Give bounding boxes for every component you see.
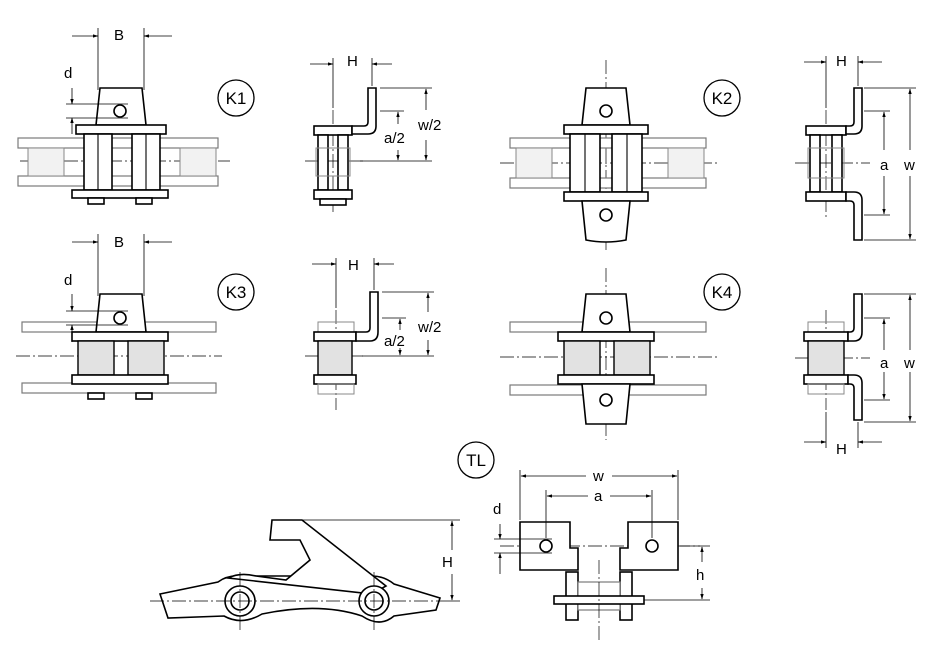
dim-label-h-k1: H [347,53,358,70]
badge-k2: K2 [703,79,741,117]
badge-tl-label: TL [466,451,486,470]
k3-side-view [305,258,434,410]
k4-front-view [500,268,720,440]
k3-front-view [16,234,222,400]
dim-label-h-k4: H [836,441,847,458]
dim-label-h-tl: h [696,567,704,584]
badge-k3: K3 [217,273,255,311]
dim-label-d-k1: d [64,65,72,82]
badge-k4: K4 [703,273,741,311]
dim-label-a-tl: a [594,488,603,505]
dim-label-w-k2: w [903,157,915,174]
badge-k4-label: K4 [712,283,733,302]
badge-k3-label: K3 [226,283,247,302]
dim-label-a-k4: a [880,355,889,372]
badge-tl: TL [457,441,495,479]
dim-label-h-k2: H [836,53,847,70]
dim-label-h-profile: H [442,554,453,571]
dim-label-w-half-k3: w/2 [417,319,441,336]
k1-side-view [305,58,432,215]
dim-label-w-tl: w [592,468,604,485]
dim-label-d-tl: d [493,501,501,518]
dim-label-d-k3: d [64,272,72,289]
dim-label-w-k4: w [903,355,915,372]
badge-k2-label: K2 [712,89,733,108]
dim-label-b-k3: B [114,234,124,251]
bottom-profile-view [150,519,460,630]
badge-k1: K1 [217,79,255,117]
k2-front-view [500,60,720,250]
k4-side-view [795,293,916,448]
dim-label-h-k3: H [348,257,359,274]
badge-k1-label: K1 [226,89,247,108]
tl-front-view [494,470,710,640]
k1-front-view [17,28,230,205]
k2-side-view [795,56,916,241]
dim-label-b-k1: B [114,27,124,44]
dim-label-w-half-k1: w/2 [417,117,441,134]
dim-label-a-half-k1: a/2 [384,130,405,147]
dim-label-a-half-k3: a/2 [384,333,405,350]
dim-label-a-k2: a [880,157,889,174]
